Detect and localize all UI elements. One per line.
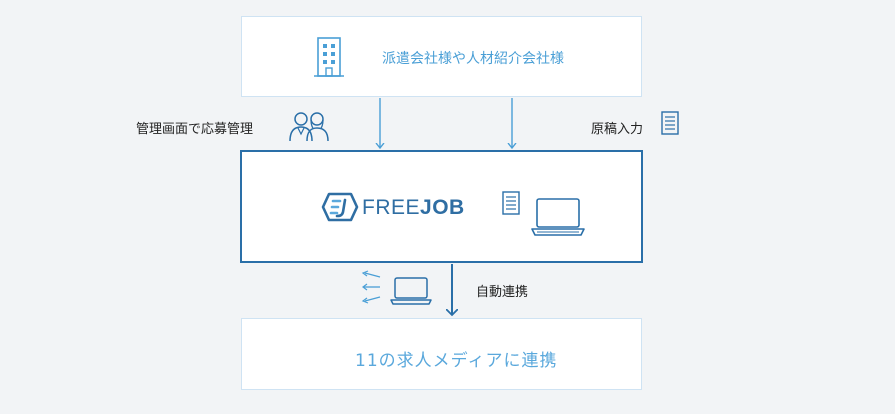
people-icon [289,112,329,142]
manuscript-input-label: 原稿入力 [591,122,644,137]
freejob-logo-text: FREEJOB [362,196,465,220]
application-management-label: 管理画面で応募管理 [136,122,254,137]
freejob-logo-icon [321,192,359,222]
logo-free: FREE [362,196,421,219]
document-icon [502,191,520,215]
outgoing-arrows-icon [361,270,381,304]
laptop-icon [531,198,585,236]
job-media-label: 11の求人メディアに連携 [355,351,558,371]
auto-link-label: 自動連携 [476,285,529,300]
freejob-node [240,150,643,263]
building-icon [314,37,344,77]
laptop-icon [390,277,432,305]
document-icon [661,111,679,135]
client-companies-node [241,16,642,97]
job-media-node [241,318,642,390]
client-companies-label: 派遣会社様や人材紹介会社様 [382,51,564,67]
logo-job: JOB [420,196,465,219]
